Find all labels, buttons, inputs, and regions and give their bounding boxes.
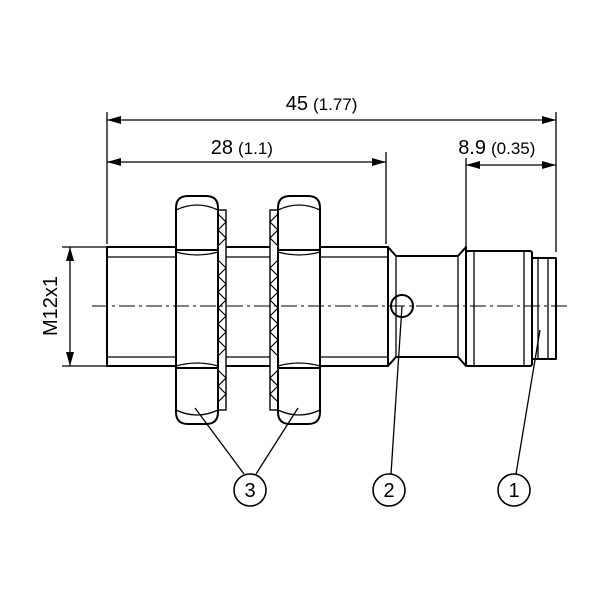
hex-nut-right (277, 195, 321, 425)
dimension-overall-inch: (1.77) (313, 95, 357, 114)
callout-3: 3 (233, 473, 267, 507)
callout-2: 2 (372, 473, 406, 507)
callout-2-label: 2 (383, 480, 394, 502)
washer-right (269, 209, 279, 411)
dimension-overall-value: 45 (286, 93, 308, 115)
dimension-thread-inch: (1.1) (238, 139, 273, 158)
callout-3-label: 3 (244, 480, 255, 502)
connector (465, 250, 557, 367)
dimension-connector-value: 8.9 (458, 137, 486, 159)
callout-1: 1 (497, 473, 531, 507)
dimension-thread-value: 28 (211, 137, 233, 159)
leader-lines (194, 305, 541, 475)
thread-size-label: M12x1 (40, 276, 62, 336)
svg-text:28: 28 (211, 137, 233, 159)
callout-1-label: 1 (508, 480, 519, 502)
dimension-connector-inch: (0.35) (491, 139, 535, 158)
dimension-connector-length: 8.9 (0.35) (458, 137, 556, 169)
svg-text:8.9: 8.9 (458, 137, 486, 159)
dimension-thread-size: M12x1 (40, 247, 74, 366)
washer-left (217, 209, 227, 411)
svg-text:(1.77): (1.77) (313, 95, 357, 114)
svg-text:(0.35): (0.35) (491, 139, 535, 158)
svg-text:45: 45 (286, 93, 308, 115)
dimension-thread-length: 28 (1.1) (107, 137, 386, 166)
hex-nut-left (175, 195, 219, 425)
dimension-overall: 45 (1.77) (107, 93, 556, 124)
svg-text:(1.1): (1.1) (238, 139, 273, 158)
